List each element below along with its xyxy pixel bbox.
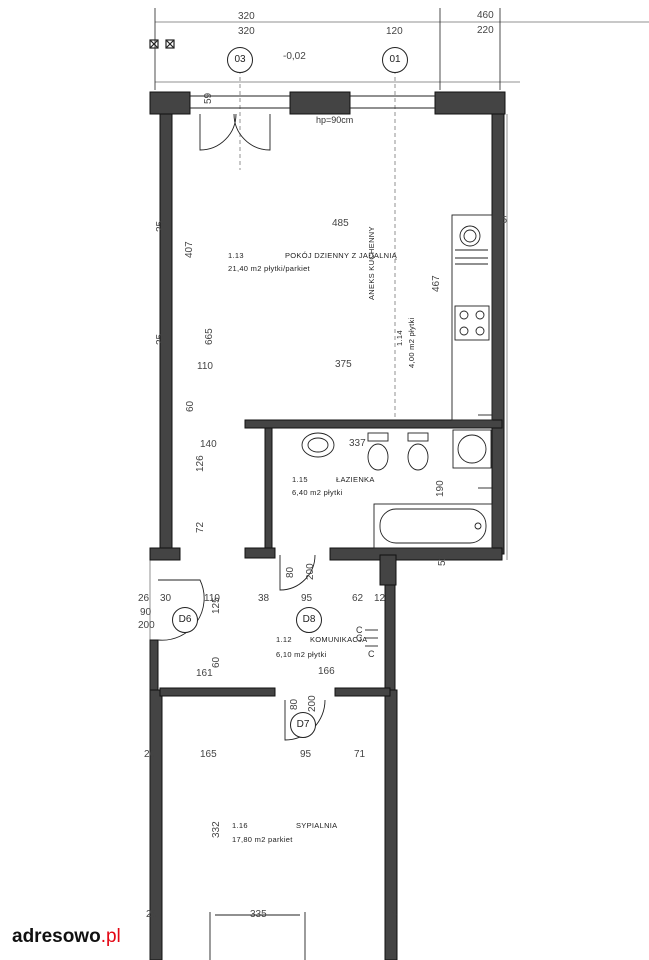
dim-335: 335 bbox=[250, 909, 267, 920]
adresowo-logo: adresowo.pl bbox=[0, 914, 140, 960]
dim-25c: 25 bbox=[496, 215, 508, 226]
dim-60a: 60 bbox=[185, 400, 196, 412]
room-name-bedroom: SYPIALNIA bbox=[296, 821, 338, 830]
room-id-kitchen: 1.14 bbox=[395, 330, 404, 346]
room-id-hall: 1.12 bbox=[276, 635, 292, 644]
dim-467: 467 bbox=[431, 275, 442, 292]
dim-60b: 60 bbox=[211, 656, 222, 668]
top-dim-320a: 320 bbox=[238, 11, 255, 22]
dim-80a: 80 bbox=[285, 566, 296, 578]
room-area-bath: 6,40 m2 płytki bbox=[292, 488, 343, 497]
dim-26c: 26 bbox=[146, 909, 158, 920]
dim-332: 332 bbox=[211, 821, 222, 838]
room-area-bedroom: 17,80 m2 parkiet bbox=[232, 835, 293, 844]
logo-name: adresowo bbox=[12, 926, 101, 947]
dim-95b: 95 bbox=[300, 749, 312, 760]
top-dim-120: 120 bbox=[386, 26, 403, 37]
door-tag-d7: D7 bbox=[290, 712, 316, 738]
dim-200b: 200 bbox=[307, 695, 318, 712]
dim-665: 665 bbox=[204, 328, 215, 345]
dim-30: 30 bbox=[160, 593, 172, 604]
dim-200c: 200 bbox=[138, 620, 155, 631]
dim-407: 407 bbox=[184, 241, 195, 258]
dim-72: 72 bbox=[195, 521, 206, 533]
dim-166: 166 bbox=[318, 666, 335, 677]
dim-26a: 26 bbox=[138, 593, 150, 604]
dim-26b: 26 bbox=[144, 749, 156, 760]
dim-126: 126 bbox=[195, 455, 206, 472]
dim-12: 12 bbox=[374, 593, 386, 604]
top-dim-220: 220 bbox=[477, 25, 494, 36]
room-name-hall: KOMUNIKACJA bbox=[310, 635, 368, 644]
dim-52: 52 bbox=[437, 554, 448, 566]
door-tag-d6: D6 bbox=[172, 607, 198, 633]
room-name-living: POKÓJ DZIENNY Z JADALNIĄ bbox=[285, 251, 398, 260]
dim-95a: 95 bbox=[301, 593, 313, 604]
dim-71: 71 bbox=[354, 749, 366, 760]
dim-165: 165 bbox=[200, 749, 217, 760]
dim-25a: 25 bbox=[155, 220, 166, 232]
dim-200a: 200 bbox=[305, 563, 316, 580]
utility-mark-c3: C bbox=[368, 649, 375, 659]
logo-suffix: .pl bbox=[100, 926, 121, 947]
top-dim-460: 460 bbox=[477, 10, 494, 21]
dim-110a: 110 bbox=[197, 361, 213, 372]
dim-26d: 26 bbox=[386, 909, 398, 920]
dim-62: 62 bbox=[352, 593, 364, 604]
window-note: hp=90cm bbox=[316, 115, 354, 125]
dim-337: 337 bbox=[349, 438, 366, 449]
room-id-living: 1.13 bbox=[228, 251, 244, 260]
dim-25b: 25 bbox=[155, 333, 166, 345]
dim-485: 485 bbox=[332, 218, 349, 229]
axis-tag-01: 01 bbox=[382, 47, 408, 73]
dim-375: 375 bbox=[335, 359, 352, 370]
level-mark: -0,02 bbox=[283, 51, 306, 62]
room-area-living: 21,40 m2 płytki/parkiet bbox=[228, 264, 310, 273]
room-name-bath: ŁAZIENKA bbox=[336, 475, 375, 484]
utility-mark-c1: C bbox=[356, 625, 363, 635]
dim-80b: 80 bbox=[289, 698, 300, 710]
dim-110b: 110 bbox=[204, 593, 220, 604]
room-id-bedroom: 1.16 bbox=[232, 821, 248, 830]
dim-59: 59 bbox=[203, 92, 214, 104]
dim-38: 38 bbox=[258, 593, 270, 604]
door-tag-d8: D8 bbox=[296, 607, 322, 633]
dim-140: 140 bbox=[200, 439, 217, 450]
top-dim-320b: 320 bbox=[238, 26, 255, 37]
room-area-kitchen: 4,00 m2 płytki bbox=[407, 317, 416, 368]
dim-161: 161 bbox=[196, 668, 213, 679]
dim-125: 125 bbox=[211, 597, 222, 614]
axis-tag-03: 03 bbox=[227, 47, 253, 73]
dim-90: 90 bbox=[140, 607, 152, 618]
room-id-bath: 1.15 bbox=[292, 475, 308, 484]
dim-190: 190 bbox=[435, 480, 446, 497]
room-name-kitchen: ANEKS KUCHENNY bbox=[367, 226, 376, 300]
utility-mark-c2: C bbox=[356, 633, 363, 643]
room-area-hall: 6,10 m2 płytki bbox=[276, 650, 327, 659]
